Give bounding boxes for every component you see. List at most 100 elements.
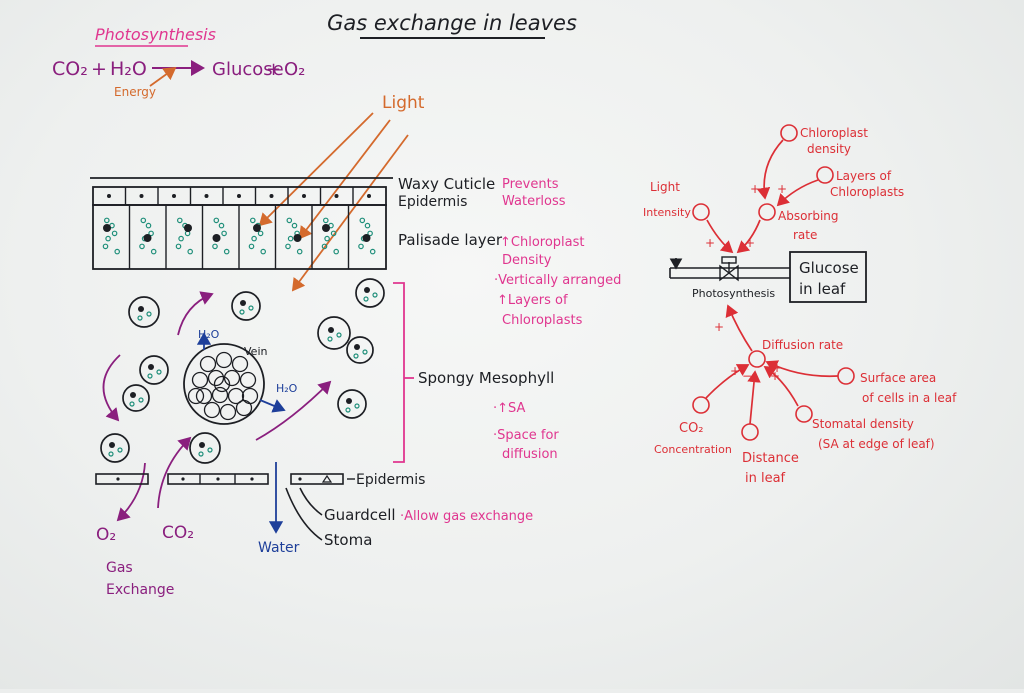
chloroplast [137,315,143,321]
upper-epidermis-label: Epidermis [398,194,467,210]
stoma-label: Stoma [324,531,372,549]
spongy-nucleus [138,306,144,312]
spongy-bracket [393,282,405,463]
chloroplast [223,248,230,255]
gas-arrow-top [177,291,214,336]
chloroplast [248,243,255,250]
node-layers [816,166,834,184]
link-absorbing-photo [736,219,761,254]
chloroplast [198,451,204,457]
h2o-arrow-2 [259,399,286,413]
lower-epidermis-seg-1 [95,473,149,485]
sign-plus-5: + [714,320,724,334]
lower-epidermis-seg-2 [167,473,269,485]
photosynthesis-equation: Photosynthesis CO₂ + H₂O Glucose + O₂ En… [52,25,305,99]
chloroplast [105,235,111,242]
chloroplast [364,222,371,229]
lower-epidermis-dot-3 [216,477,220,481]
vein-tube [211,386,229,404]
waxy-cuticle-label: Waxy Cuticle [398,175,495,193]
vein-tube [207,369,225,387]
guard-cell-label: Guardcell [324,506,396,524]
chloroplast [362,349,368,355]
sign-plus-8: + [772,361,782,375]
chloroplast [358,243,364,250]
chloroplast [146,311,152,317]
chloroplast [239,309,245,315]
vein-tube [215,351,233,369]
chloroplast [321,243,328,250]
palisade-label: Palisade layer [398,231,503,249]
plus-sign-1: + [91,58,107,80]
spongy-nucleus [364,287,370,293]
epidermis-nucleus [204,194,209,198]
chloroplast [178,235,184,242]
spongy-nucleus [130,392,136,398]
chloroplast [354,403,360,409]
spongy-note-2: ·Space for [493,428,559,443]
spongy-cell [128,296,160,328]
chloroplast [156,369,162,375]
spongy-nucleus [109,442,115,448]
sign-plus-7: + [770,369,780,383]
chloroplast [353,353,359,359]
vein-tube [235,399,253,417]
vein-tube [223,369,241,387]
plus-sign-2: + [266,59,281,80]
chloroplast-density-label-2: density [807,142,851,156]
spongy-nucleus [240,300,246,306]
energy-arrow [149,66,177,87]
chloroplast [104,217,110,224]
chloroplast [212,243,218,250]
vein-tube [195,387,213,405]
light-intensity-label-1: Light [650,180,680,194]
causal-loop-diagram: + + + + + + − + + Photosynthesis Glucose… [643,124,957,486]
lower-epidermis-dot-2 [181,477,185,481]
node-light-intensity [692,203,710,221]
link-distance-diffusion [747,370,761,425]
light-ray-3 [291,134,409,292]
glucose-stock-box [789,251,867,303]
spongy-note-1: ·↑SA [493,401,526,416]
light-ray-2 [298,119,391,240]
palisade-nucleus [212,234,221,242]
chloroplast [260,248,267,255]
chloroplast [150,248,157,255]
chloroplast [102,243,109,250]
distance-label-2: in leaf [745,471,786,486]
gas-arrow-left [102,354,121,422]
link-layers-absorbing [776,179,819,207]
spongy-cell [139,355,169,385]
reactant-co2: CO₂ [52,58,88,80]
link-density-absorbing [756,139,784,200]
sign-minus: − [742,369,752,383]
lower-epidermis-label: Epidermis [356,472,425,488]
upper-epidermis [90,177,393,206]
spongy-nucleus [354,344,360,350]
gas-exchange-note: ·Allow gas exchange [400,509,533,524]
water-label: Water [258,540,300,556]
link-stomatal-diffusion [763,366,799,407]
sign-plus-1: + [750,182,760,196]
waterloss-label: Waterloss [502,194,566,209]
spongy-note-3: diffusion [502,447,558,462]
chloroplast [147,373,153,379]
vein-tube [219,403,237,421]
lower-epidermis-dot-1 [116,477,120,481]
photosynthesis-flow-label: Photosynthesis [692,287,775,300]
chloroplast [213,217,220,224]
chloroplast [138,397,144,403]
palisade-note-3: ·Vertically arranged [494,273,621,288]
spongy-cell [355,278,385,308]
palisade-nucleus [103,224,111,232]
vein-tube [187,387,205,405]
chloroplast [287,235,294,242]
node-distance [741,423,759,441]
stomatal-density-label-2: (SA at edge of leaf) [818,437,935,451]
chloroplast [369,248,376,255]
link-diffusion-photo [725,304,753,352]
gas-exchange-label-2: Exchange [106,582,174,598]
vein-tube [227,387,245,405]
